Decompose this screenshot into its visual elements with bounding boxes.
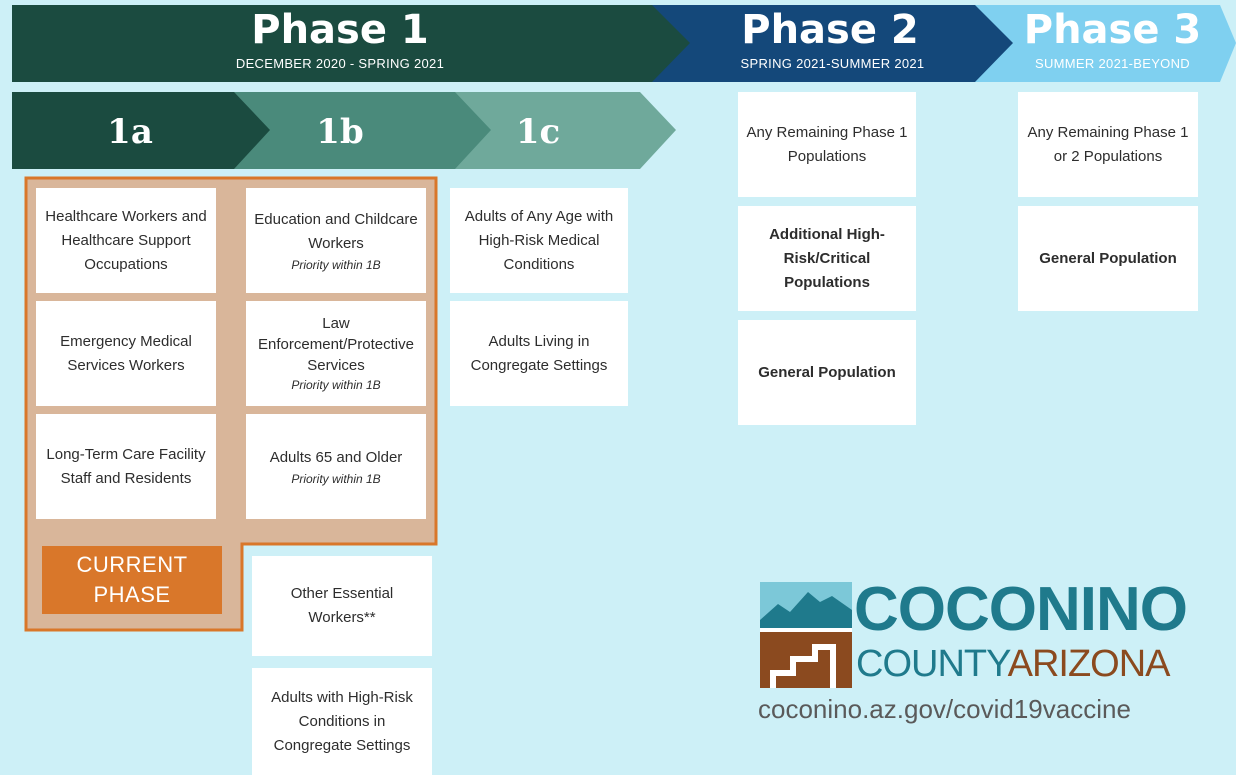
current-phase-line2: PHASE (93, 582, 171, 607)
card-note: Priority within 1B (291, 378, 381, 392)
card-text: Other Essential Workers** (290, 585, 394, 626)
card-phase2-high-risk: Additional High-Risk/Critical Population… (738, 206, 916, 311)
logo-word-coconino: COCONINO (854, 575, 1188, 644)
card-phase3-general: General Population (1018, 206, 1198, 311)
coconino-logo-mark (760, 582, 852, 688)
sub1a-arrow (12, 92, 270, 169)
card-phase3-remaining: Any Remaining Phase 1 or 2 Populations (1018, 92, 1198, 197)
card-1a-healthcare: Healthcare Workers and Healthcare Suppor… (36, 188, 216, 293)
phase3-dates: SUMMER 2021-BEYOND (1035, 56, 1190, 71)
card-text: General Population (758, 363, 896, 381)
card-text: Adults of Any Age with High-Risk Medical… (464, 207, 614, 273)
sub1c-arrow (445, 92, 676, 169)
card-text: Adults 65 and Older (269, 448, 403, 466)
phase2-arrow (648, 5, 1013, 82)
phase2-dates: SPRING 2021-SUMMER 2021 (740, 56, 925, 71)
subphase-1b-label: 1b (316, 112, 364, 152)
card-text: Healthcare Workers and Healthcare Suppor… (45, 207, 207, 273)
current-phase-badge: CURRENT PHASE (42, 546, 222, 614)
card-1a-ems: Emergency Medical Services Workers (36, 301, 216, 406)
card-text: General Population (1039, 249, 1177, 267)
card-1b-adults-65: Adults 65 and Older Priority within 1B (246, 414, 426, 519)
card-text: Additional High-Risk/Critical Population… (769, 225, 885, 291)
card-text: Adults with High-Risk Conditions in Cong… (271, 688, 413, 754)
card-1c-high-risk: Adults of Any Age with High-Risk Medical… (450, 188, 628, 293)
current-phase-line1: CURRENT (76, 552, 188, 577)
card-1b-other-essential: Other Essential Workers** (252, 556, 432, 656)
card-1a-long-term-care: Long-Term Care Facility Staff and Reside… (36, 414, 216, 519)
phase3-arrow (970, 5, 1236, 82)
phase3-title: Phase 3 (1023, 7, 1202, 53)
phase2-title: Phase 2 (741, 7, 919, 53)
card-text: Law Enforcement/Protective Services (258, 315, 414, 374)
card-1b-congregate-high-risk: Adults with High-Risk Conditions in Cong… (252, 668, 432, 775)
vaccine-url: coconino.az.gov/covid19vaccine (758, 694, 1131, 724)
phase1-dates: DECEMBER 2020 - SPRING 2021 (235, 56, 445, 71)
logo-word-county-arizona: COUNTYARIZONA (856, 643, 1171, 685)
card-text: Any Remaining Phase 1 Populations (746, 123, 908, 165)
sub1b-arrow (225, 92, 491, 169)
card-text: Adults Living in Congregate Settings (470, 332, 608, 374)
card-1b-education: Education and Childcare Workers Priority… (246, 188, 426, 293)
phase1-title: Phase 1 (251, 7, 429, 53)
card-text: Emergency Medical Services Workers (60, 332, 192, 374)
card-1c-congregate: Adults Living in Congregate Settings (450, 301, 628, 406)
card-text: Any Remaining Phase 1 or 2 Populations (1027, 123, 1189, 165)
card-note: Priority within 1B (291, 471, 381, 486)
phase1-arrow (12, 5, 690, 82)
card-note: Priority within 1B (291, 257, 381, 272)
logo-county: COUNTY (856, 643, 1009, 685)
card-1b-law-enforcement: Law Enforcement/Protective Services Prio… (246, 301, 426, 406)
logo-arizona: ARIZONA (1007, 643, 1171, 685)
card-text: Long-Term Care Facility Staff and Reside… (46, 445, 206, 487)
card-phase2-remaining: Any Remaining Phase 1 Populations (738, 92, 916, 197)
card-text: Education and Childcare Workers (254, 210, 418, 252)
subphase-1a-label: 1a (107, 112, 153, 152)
card-phase2-general: General Population (738, 320, 916, 425)
subphase-1c-label: 1c (515, 112, 561, 152)
